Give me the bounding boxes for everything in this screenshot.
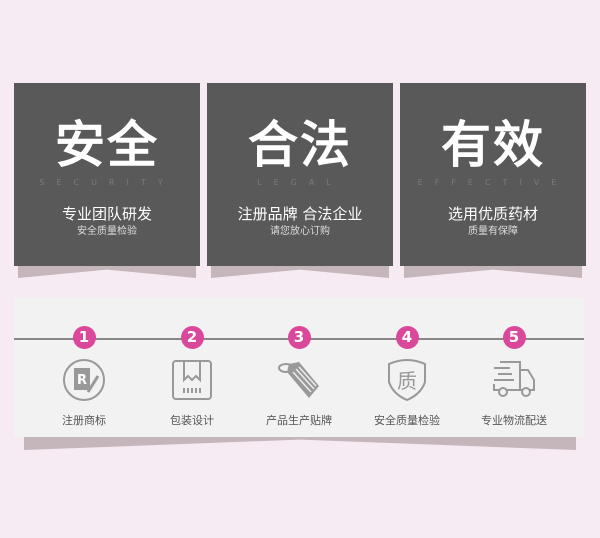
step-label: 专业物流配送: [481, 414, 547, 427]
process-panel: 1 R 注册商标 2 包装设计 3 产品生产贴牌 4 质 安全质量检验 5 专业…: [14, 298, 584, 437]
card-shadow: [211, 266, 389, 278]
card-line2: 安全质量检验: [77, 226, 137, 237]
step-2: 2 包装设计: [137, 326, 247, 428]
card-legal: 合法 LEGAL 注册品牌 合法企业 请您放心订购: [207, 83, 393, 266]
card-subtitle-en: LEGAL: [257, 178, 343, 187]
card-line2: 请您放心订购: [270, 226, 330, 237]
card-shadow: [404, 266, 582, 278]
card-title: 有效: [441, 116, 545, 174]
card-line1: 注册品牌 合法企业: [237, 205, 363, 223]
step-1: 1 R 注册商标: [29, 326, 139, 428]
step-label: 安全质量检验: [374, 414, 440, 427]
card-title: 合法: [248, 116, 352, 174]
step-number: 4: [395, 326, 419, 349]
card-subtitle-en: EFFECTIVE: [417, 178, 569, 187]
step-5: 5 专业物流配送: [459, 326, 569, 428]
step-label: 产品生产贴牌: [266, 414, 332, 427]
step-number: 3: [287, 326, 311, 349]
delivery-truck-icon: [493, 361, 535, 397]
step-number: 2: [180, 326, 204, 349]
panel-shadow: [24, 437, 576, 450]
step-number: 5: [502, 326, 526, 349]
step-label: 注册商标: [62, 414, 106, 427]
card-line1: 选用优质药材: [447, 205, 538, 223]
card-effective: 有效 EFFECTIVE 选用优质药材 质量有保障: [400, 83, 586, 266]
registered-trademark-icon: R: [63, 359, 105, 401]
card-shadow: [18, 266, 196, 278]
quality-character: 质: [397, 369, 417, 393]
card-security: 安全 SECURITY 专业团队研发 安全质量检验: [14, 83, 200, 266]
package-box-icon: [172, 360, 212, 400]
card-line1: 专业团队研发: [61, 205, 152, 223]
step-3: 3 产品生产贴牌: [244, 326, 354, 428]
card-title: 安全: [55, 116, 159, 174]
step-label: 包装设计: [170, 414, 214, 427]
tag-icon: [278, 362, 319, 398]
card-line2: 质量有保障: [468, 226, 518, 237]
step-4: 4 质 安全质量检验: [352, 326, 462, 428]
step-number: 1: [72, 326, 96, 349]
svg-text:R: R: [77, 373, 87, 388]
card-subtitle-en: SECURITY: [39, 178, 175, 187]
quality-shield-icon: 质: [388, 359, 426, 402]
